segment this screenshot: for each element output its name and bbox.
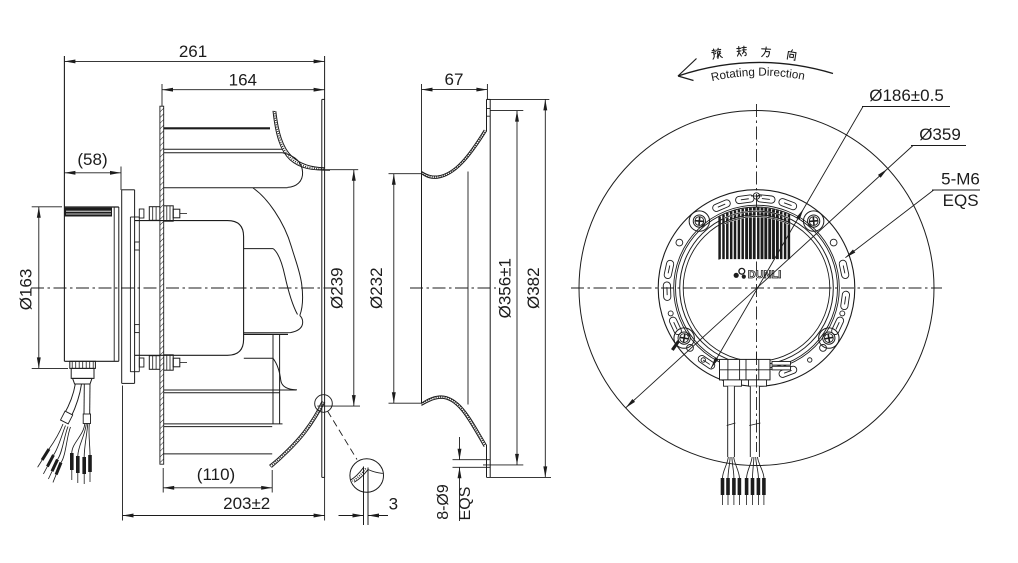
svg-text:(58): (58) xyxy=(77,150,107,169)
svg-text:5-M6: 5-M6 xyxy=(941,170,980,189)
svg-text:203±2: 203±2 xyxy=(223,494,270,513)
svg-text:Ø232: Ø232 xyxy=(367,267,386,309)
svg-text:67: 67 xyxy=(445,70,464,89)
svg-text:Ø382: Ø382 xyxy=(524,267,543,309)
svg-text:Ø356±1: Ø356±1 xyxy=(496,258,515,318)
svg-text:EQS: EQS xyxy=(457,487,474,521)
svg-text:261: 261 xyxy=(179,42,207,61)
svg-text:Ø186±0.5: Ø186±0.5 xyxy=(869,86,944,105)
svg-text:Ø163: Ø163 xyxy=(17,269,36,311)
svg-text:Ø239: Ø239 xyxy=(328,267,347,309)
svg-text:8-Ø9: 8-Ø9 xyxy=(435,484,452,520)
svg-text:EQS: EQS xyxy=(943,191,979,210)
svg-text:Ø359: Ø359 xyxy=(919,125,961,144)
svg-text:DUNLI: DUNLI xyxy=(748,269,782,281)
svg-text:164: 164 xyxy=(229,70,257,89)
svg-text:(110): (110) xyxy=(197,465,235,484)
svg-text:Rotating Direction: Rotating Direction xyxy=(710,66,806,85)
svg-text:3: 3 xyxy=(389,495,398,514)
